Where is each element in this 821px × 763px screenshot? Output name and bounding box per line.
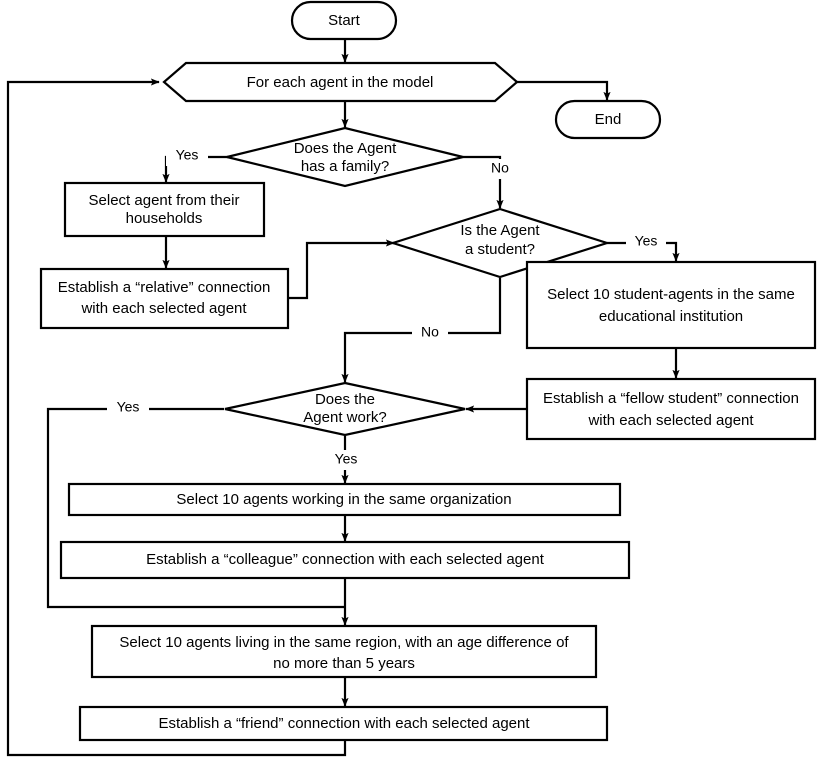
node-establish-colleague-label: Establish a “colleague” connection with … xyxy=(146,551,545,568)
node-establish-relative-line2: with each selected agent xyxy=(80,300,247,317)
node-loop-header-label: For each agent in the model xyxy=(247,74,434,91)
edge-label-work-yes-left: Yes xyxy=(117,399,140,415)
edge-label-work-yes-down: Yes xyxy=(335,451,358,467)
node-decision-family-line2: has a family? xyxy=(301,158,389,175)
node-decision-work-line2: Agent work? xyxy=(303,409,386,426)
node-end-label: End xyxy=(595,111,622,128)
node-establish-friend[interactable]: Establish a “friend” connection with eac… xyxy=(78,705,609,742)
node-select-household-line1: Select agent from their xyxy=(89,192,240,209)
edge-loop-to-end xyxy=(517,80,611,101)
edge-labels: Yes No Yes No Yes Yes xyxy=(107,146,666,470)
node-decision-work-line1: Does the xyxy=(315,391,375,408)
node-establish-fellow-student[interactable]: Establish a “fellow student” connection … xyxy=(525,377,817,441)
node-select-household-line2: households xyxy=(126,210,203,227)
node-establish-relative-line1: Establish a “relative” connection xyxy=(58,279,271,296)
node-decision-student-line1: Is the Agent xyxy=(460,222,540,239)
node-select-students-line1: Select 10 student-agents in the same xyxy=(547,286,795,303)
node-select-coworkers[interactable]: Select 10 agents working in the same org… xyxy=(67,482,622,517)
edge-label-student-yes: Yes xyxy=(635,233,658,249)
edge-label-family-yes: Yes xyxy=(176,147,199,163)
node-select-household[interactable]: Select agent from their households xyxy=(63,181,266,238)
edge-relative-to-student xyxy=(288,239,395,300)
node-select-students-line2: educational institution xyxy=(599,308,743,325)
node-establish-friend-label: Establish a “friend” connection with eac… xyxy=(158,715,530,732)
node-decision-student[interactable]: Is the Agent a student? xyxy=(389,207,611,279)
node-select-neighbors[interactable]: Select 10 agents living in the same regi… xyxy=(90,624,598,679)
node-establish-fellow-student-line2: with each selected agent xyxy=(587,412,754,429)
node-end[interactable]: End xyxy=(554,99,662,140)
node-decision-family-line1: Does the Agent xyxy=(294,140,397,157)
node-establish-relative[interactable]: Establish a “relative” connection with e… xyxy=(39,267,290,330)
node-establish-fellow-student-line1: Establish a “fellow student” connection xyxy=(543,390,799,407)
edge-label-family-no: No xyxy=(491,160,509,176)
node-decision-work[interactable]: Does the Agent work? xyxy=(224,381,466,437)
node-loop-header[interactable]: For each agent in the model xyxy=(162,61,519,103)
node-select-students[interactable]: Select 10 student-agents in the same edu… xyxy=(525,260,817,350)
edge-family-no xyxy=(463,155,504,209)
node-decision-family[interactable]: Does the Agent has a family? xyxy=(226,126,464,188)
node-establish-colleague[interactable]: Establish a “colleague” connection with … xyxy=(59,540,631,580)
node-start[interactable]: Start xyxy=(290,0,398,41)
node-decision-student-line2: a student? xyxy=(465,241,535,258)
node-select-coworkers-label: Select 10 agents working in the same org… xyxy=(176,491,511,508)
node-start-label: Start xyxy=(328,12,361,29)
node-select-neighbors-line1: Select 10 agents living in the same regi… xyxy=(119,634,569,651)
node-select-neighbors-line2: no more than 5 years xyxy=(273,655,415,672)
edge-friend-loopback xyxy=(6,78,347,757)
edge-label-student-no: No xyxy=(421,324,439,340)
